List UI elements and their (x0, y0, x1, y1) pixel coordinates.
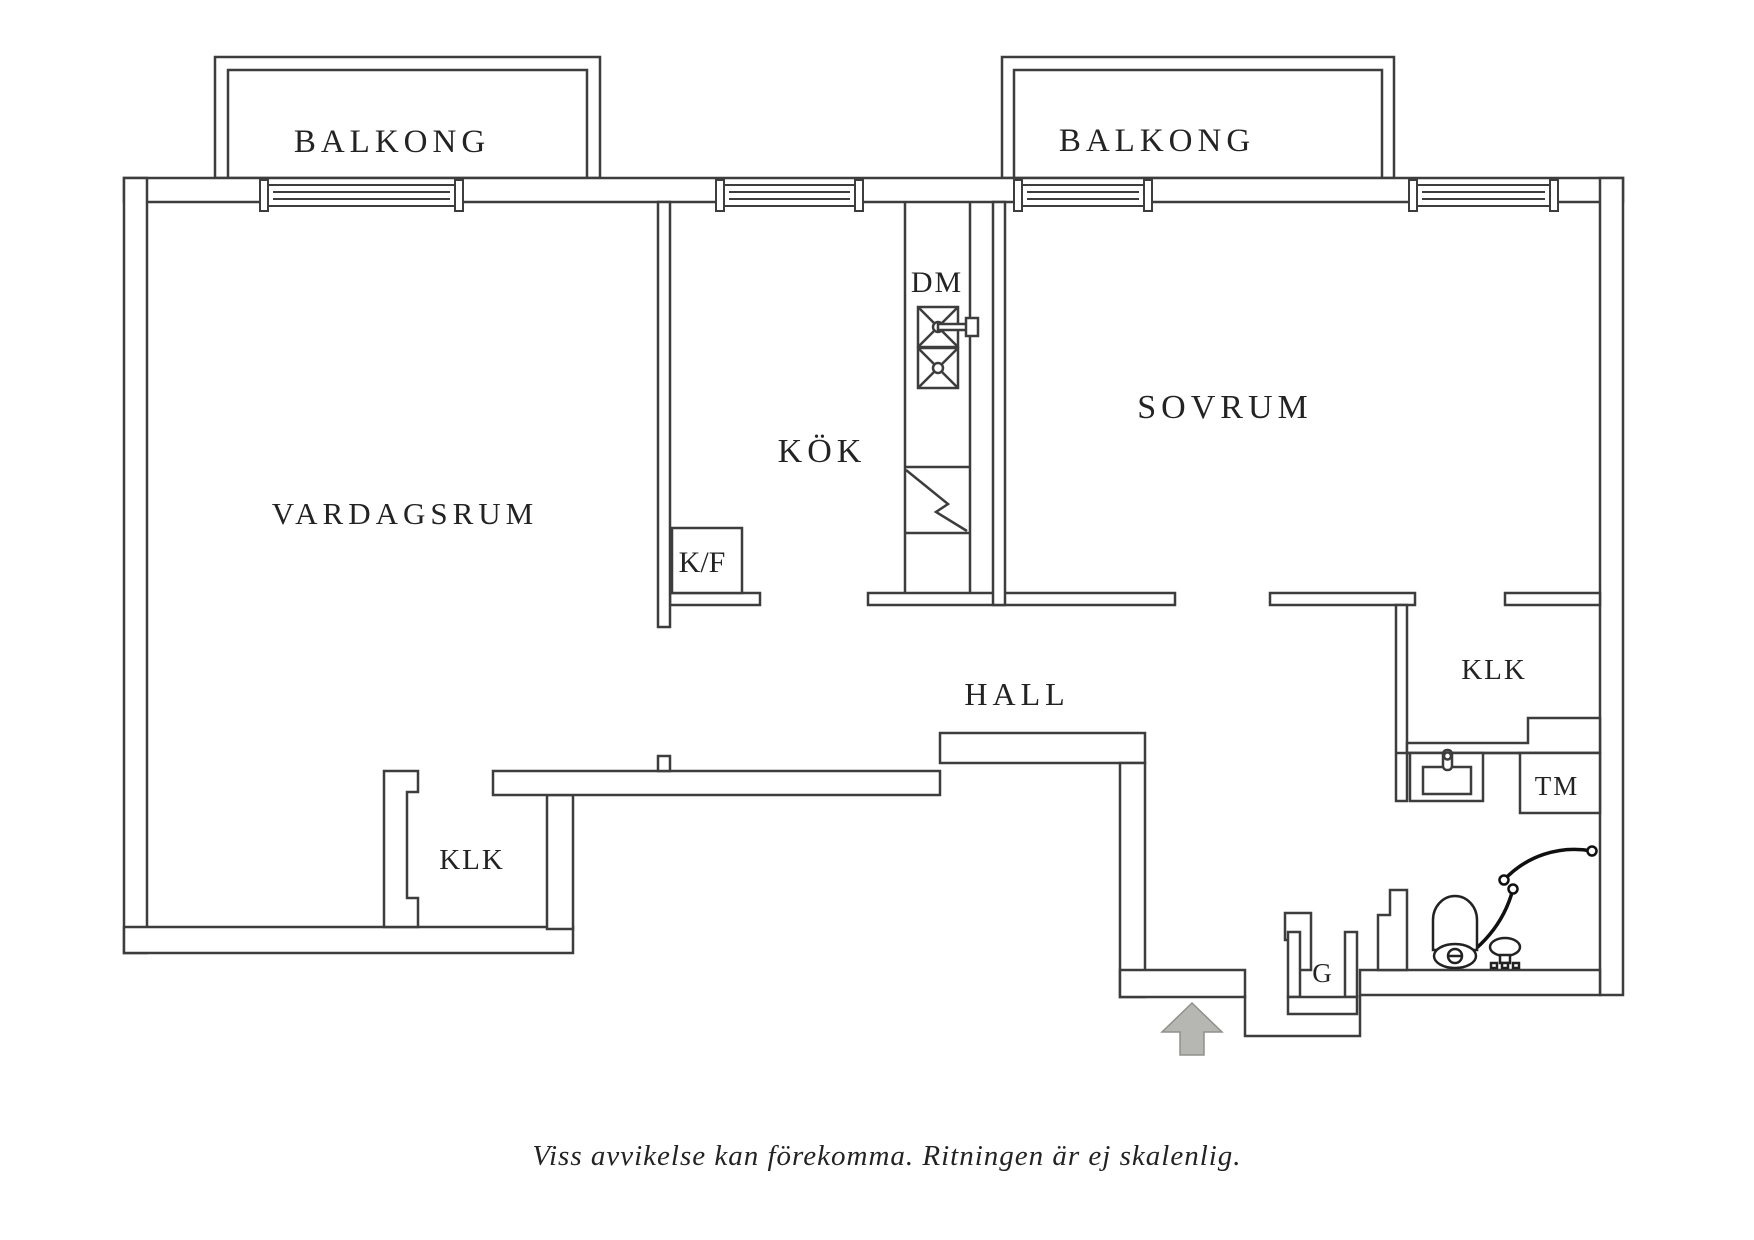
washbasin-icon (1421, 748, 1473, 796)
vardagsrum-label: VARDAGSRUM (272, 496, 539, 531)
balcony-right-inner-wall (1012, 68, 1384, 178)
wall-hall-south-east (938, 731, 1147, 765)
wall-klk-right-west (1394, 603, 1409, 803)
wardrobe-g-jamb-left (1286, 930, 1302, 999)
entry-vestibule (1243, 995, 1362, 1038)
washing-machine-box (1518, 751, 1602, 815)
wall-left (122, 176, 149, 955)
fridge-freezer-label: K/F (679, 546, 726, 579)
washing-machine-label: TM (1535, 771, 1580, 801)
fridge-freezer-box (670, 526, 744, 595)
windows (259, 179, 1559, 212)
wall-sovrum-south-a (1268, 591, 1417, 607)
wall-bathroom-doorjamb (1376, 888, 1409, 972)
wardrobe-g (1286, 930, 1359, 1016)
klk-left-label: KLK (439, 844, 505, 876)
wall-sovrum-south-b (1503, 591, 1602, 607)
balcony-right (1000, 55, 1396, 180)
pedestal-sink-icon (1488, 936, 1522, 970)
vestibule-outline (1243, 995, 1362, 1038)
wall-entry-bottom (1118, 968, 1247, 999)
balcony-left-inner-wall (226, 68, 589, 178)
balcony-right-outer-wall (1000, 55, 1396, 180)
wardrobe-label: G (1312, 958, 1332, 988)
kitchen-counter (903, 202, 980, 592)
kok-label: KÖK (778, 433, 867, 470)
hall-label: HALL (964, 676, 1069, 712)
walls (122, 176, 1625, 999)
kitchen-sink-icon (916, 305, 960, 390)
wall-kitchen-south-b (866, 591, 1177, 607)
balcony-right-label: BALKONG (1059, 123, 1255, 159)
wall-klk-right-bottom (1405, 716, 1602, 755)
sovrum-label: SOVRUM (1137, 389, 1312, 426)
wall-klk-left-pillar (382, 769, 420, 929)
appliance-boxes (670, 526, 1602, 815)
wall-bottom-left (122, 925, 575, 955)
balcony-left-label: BALKONG (294, 124, 490, 160)
wall-doorjamb-stub (656, 754, 672, 773)
wall-kitchen-south-a (668, 591, 762, 607)
disclaimer-text: Viss avvikelse kan förekomma. Ritningen … (532, 1140, 1241, 1172)
wardrobe-g-jamb-right (1343, 930, 1359, 999)
wall-klk-left-east (545, 793, 575, 931)
counter-break-zigzag-icon (905, 469, 968, 533)
faucet-icon (936, 316, 980, 338)
bathroom-fixtures (1431, 845, 1598, 970)
window-sovrum-right (1408, 179, 1559, 212)
dishwasher-label: DM (911, 266, 963, 299)
wall-vardagsrum-kok (656, 200, 672, 629)
window-kok (715, 179, 864, 212)
wall-right (1598, 176, 1625, 997)
window-vardagsrum (259, 179, 464, 212)
wall-hall-south-west (491, 769, 942, 797)
wall-hall-east (1118, 761, 1147, 999)
wall-kok-sovrum (991, 200, 1007, 607)
window-sovrum-left (1013, 179, 1153, 212)
toilet-icon (1431, 894, 1479, 970)
entrance-arrow-icon (1160, 1001, 1224, 1056)
wall-bathroom-bottom (1358, 968, 1602, 997)
klk-right-label: KLK (1461, 654, 1527, 686)
wardrobe-g-base (1286, 995, 1359, 1016)
